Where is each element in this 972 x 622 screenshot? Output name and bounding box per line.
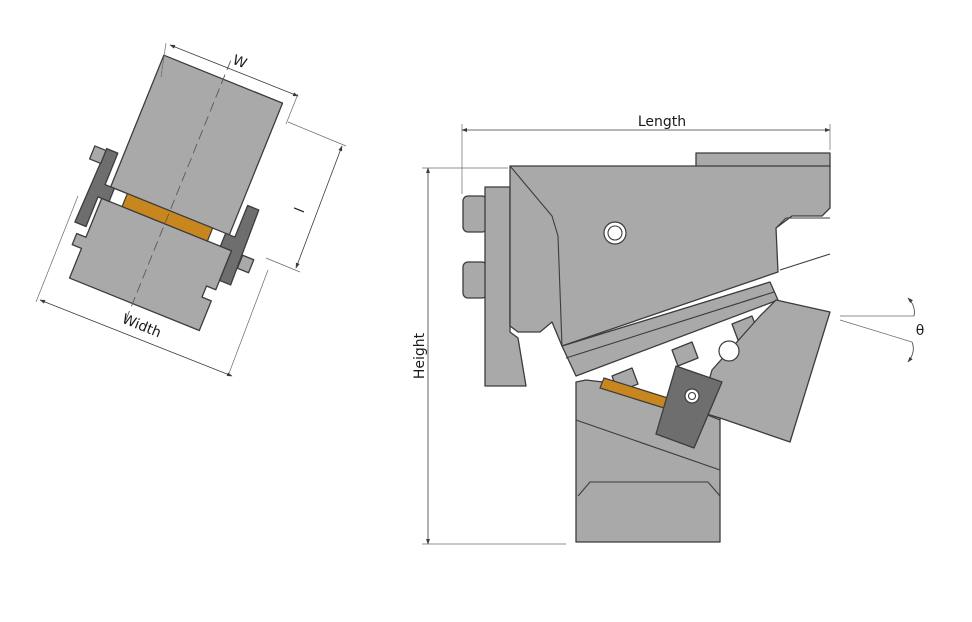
end-view	[68, 54, 284, 332]
right-clamp-plate	[218, 204, 260, 286]
left-clamp-tab	[88, 145, 107, 165]
bolt-head-upper	[462, 195, 488, 233]
l-label: l	[292, 206, 308, 216]
right-clamp-tab	[236, 254, 255, 274]
w-dimension: W	[160, 42, 299, 125]
top-rail	[695, 152, 831, 168]
tab-2	[671, 341, 699, 367]
theta-label: θ	[916, 323, 925, 339]
centerline	[125, 60, 232, 321]
left-clamp-plate	[74, 147, 119, 228]
hole-right	[718, 340, 740, 362]
plate-screw	[684, 388, 700, 404]
l-dimension: l	[265, 121, 347, 273]
right-tilted-block	[699, 299, 831, 443]
length-dimension: Length	[461, 114, 831, 194]
height-dimension: Height	[412, 167, 566, 545]
length-label: Length	[638, 114, 686, 130]
w-label: W	[230, 52, 249, 72]
theta-dimension: θ	[839, 297, 925, 363]
hole-upper	[603, 221, 627, 245]
upper-body	[509, 165, 831, 347]
dark-clamp-plate	[655, 365, 723, 449]
width-label: Width	[120, 311, 164, 341]
side-view	[462, 152, 831, 543]
height-label: Height	[412, 332, 428, 379]
bolt-head-lower	[462, 261, 488, 299]
